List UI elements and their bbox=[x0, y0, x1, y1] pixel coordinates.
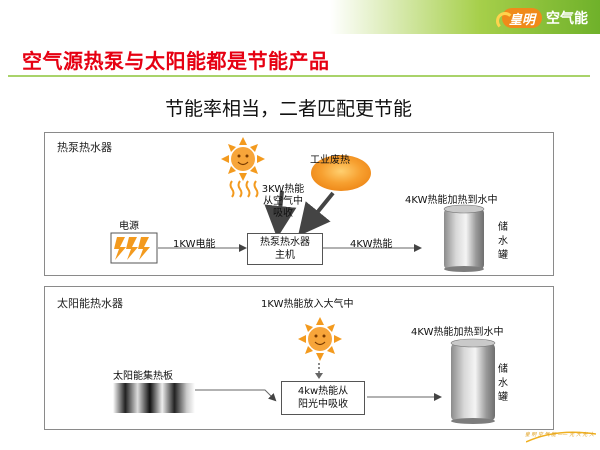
lightning-icon bbox=[114, 237, 150, 260]
brand-logo: 皇明 空气能 bbox=[496, 7, 588, 30]
solar-absorb-box: 4kw热能从 阳光中吸收 bbox=[281, 381, 365, 415]
heat-output-label: 4KW热能 bbox=[350, 239, 393, 250]
logo-brand-text: 皇明 bbox=[508, 12, 535, 28]
logo-product-text: 空气能 bbox=[546, 11, 588, 27]
sun-icon bbox=[221, 137, 265, 181]
storage-tank-icon bbox=[450, 338, 496, 424]
header-bar: 皇明 空气能 bbox=[0, 0, 600, 34]
footer-slogan: 皇 明 空 气 能 —— 光 大 光 大 bbox=[524, 432, 594, 438]
sunlight-arrowhead-icon bbox=[315, 373, 323, 379]
heat-pump-diagram bbox=[110, 137, 485, 272]
heat-pump-panel-title: 热泵热水器 bbox=[57, 141, 112, 154]
power-input-label: 1KW电能 bbox=[173, 239, 216, 250]
logo-mark-icon: 皇明 bbox=[496, 8, 542, 30]
heat-waves-icon bbox=[229, 180, 259, 198]
collector-to-box-arrow bbox=[195, 389, 277, 402]
absorb-box-line-1: 4kw热能从 bbox=[297, 386, 349, 397]
tank-label: 储 水 罐 bbox=[497, 221, 509, 263]
collector-label: 太阳能集热板 bbox=[113, 371, 173, 382]
solar-panel: 太阳能热水器 bbox=[44, 286, 554, 430]
solar-diagram bbox=[113, 317, 496, 424]
footer-swoosh-icon bbox=[526, 431, 596, 443]
air-heat-absorb-label: 3KW热能 从空气中 吸收 bbox=[253, 184, 313, 220]
logo-swoosh-icon bbox=[496, 12, 514, 30]
tank-label-char-2: 水 bbox=[498, 236, 508, 247]
power-source-label: 电源 bbox=[119, 221, 139, 232]
tank-label-char-3: 罐 bbox=[498, 250, 508, 261]
tank-caption: 4KW热能加热到水中 bbox=[405, 195, 498, 206]
absorb-line-3: 吸收 bbox=[273, 208, 293, 219]
tank-label-char-1: 储 bbox=[498, 222, 508, 233]
page-title: 空气源热泵与太阳能都是节能产品 bbox=[22, 49, 330, 73]
air-heat-arrow bbox=[264, 190, 297, 238]
release-heat-label: 1KW热能放入大气中 bbox=[261, 299, 354, 310]
solar-panel-title: 太阳能热水器 bbox=[57, 297, 123, 310]
absorb-line-2: 从空气中 bbox=[263, 196, 303, 207]
title-divider bbox=[8, 75, 590, 77]
unit-line-1: 热泵热水器 bbox=[260, 237, 310, 248]
tank-label-char-1: 储 bbox=[498, 364, 508, 375]
waste-heat-label: 工业废热 bbox=[310, 155, 350, 166]
absorb-line-1: 3KW热能 bbox=[261, 184, 305, 195]
storage-tank-icon bbox=[443, 204, 485, 272]
tank-label-char-3: 罐 bbox=[498, 392, 508, 403]
absorb-box-line-2: 阳光中吸收 bbox=[298, 399, 348, 410]
unit-line-2: 主机 bbox=[275, 250, 295, 261]
waste-heat-icon bbox=[311, 155, 371, 191]
tank-label-char-2: 水 bbox=[498, 378, 508, 389]
page-subtitle: 节能率相当，二者匹配更节能 bbox=[165, 98, 413, 120]
tank-label: 储 水 罐 bbox=[497, 363, 509, 405]
waste-heat-arrow bbox=[297, 191, 335, 237]
heat-pump-panel: 热泵热水器 bbox=[44, 132, 554, 276]
tank-caption: 4KW热能加热到水中 bbox=[411, 327, 504, 338]
heat-pump-unit-box: 热泵热水器 主机 bbox=[247, 233, 323, 265]
sun-icon bbox=[298, 317, 342, 361]
solar-collector-icon bbox=[113, 383, 195, 413]
